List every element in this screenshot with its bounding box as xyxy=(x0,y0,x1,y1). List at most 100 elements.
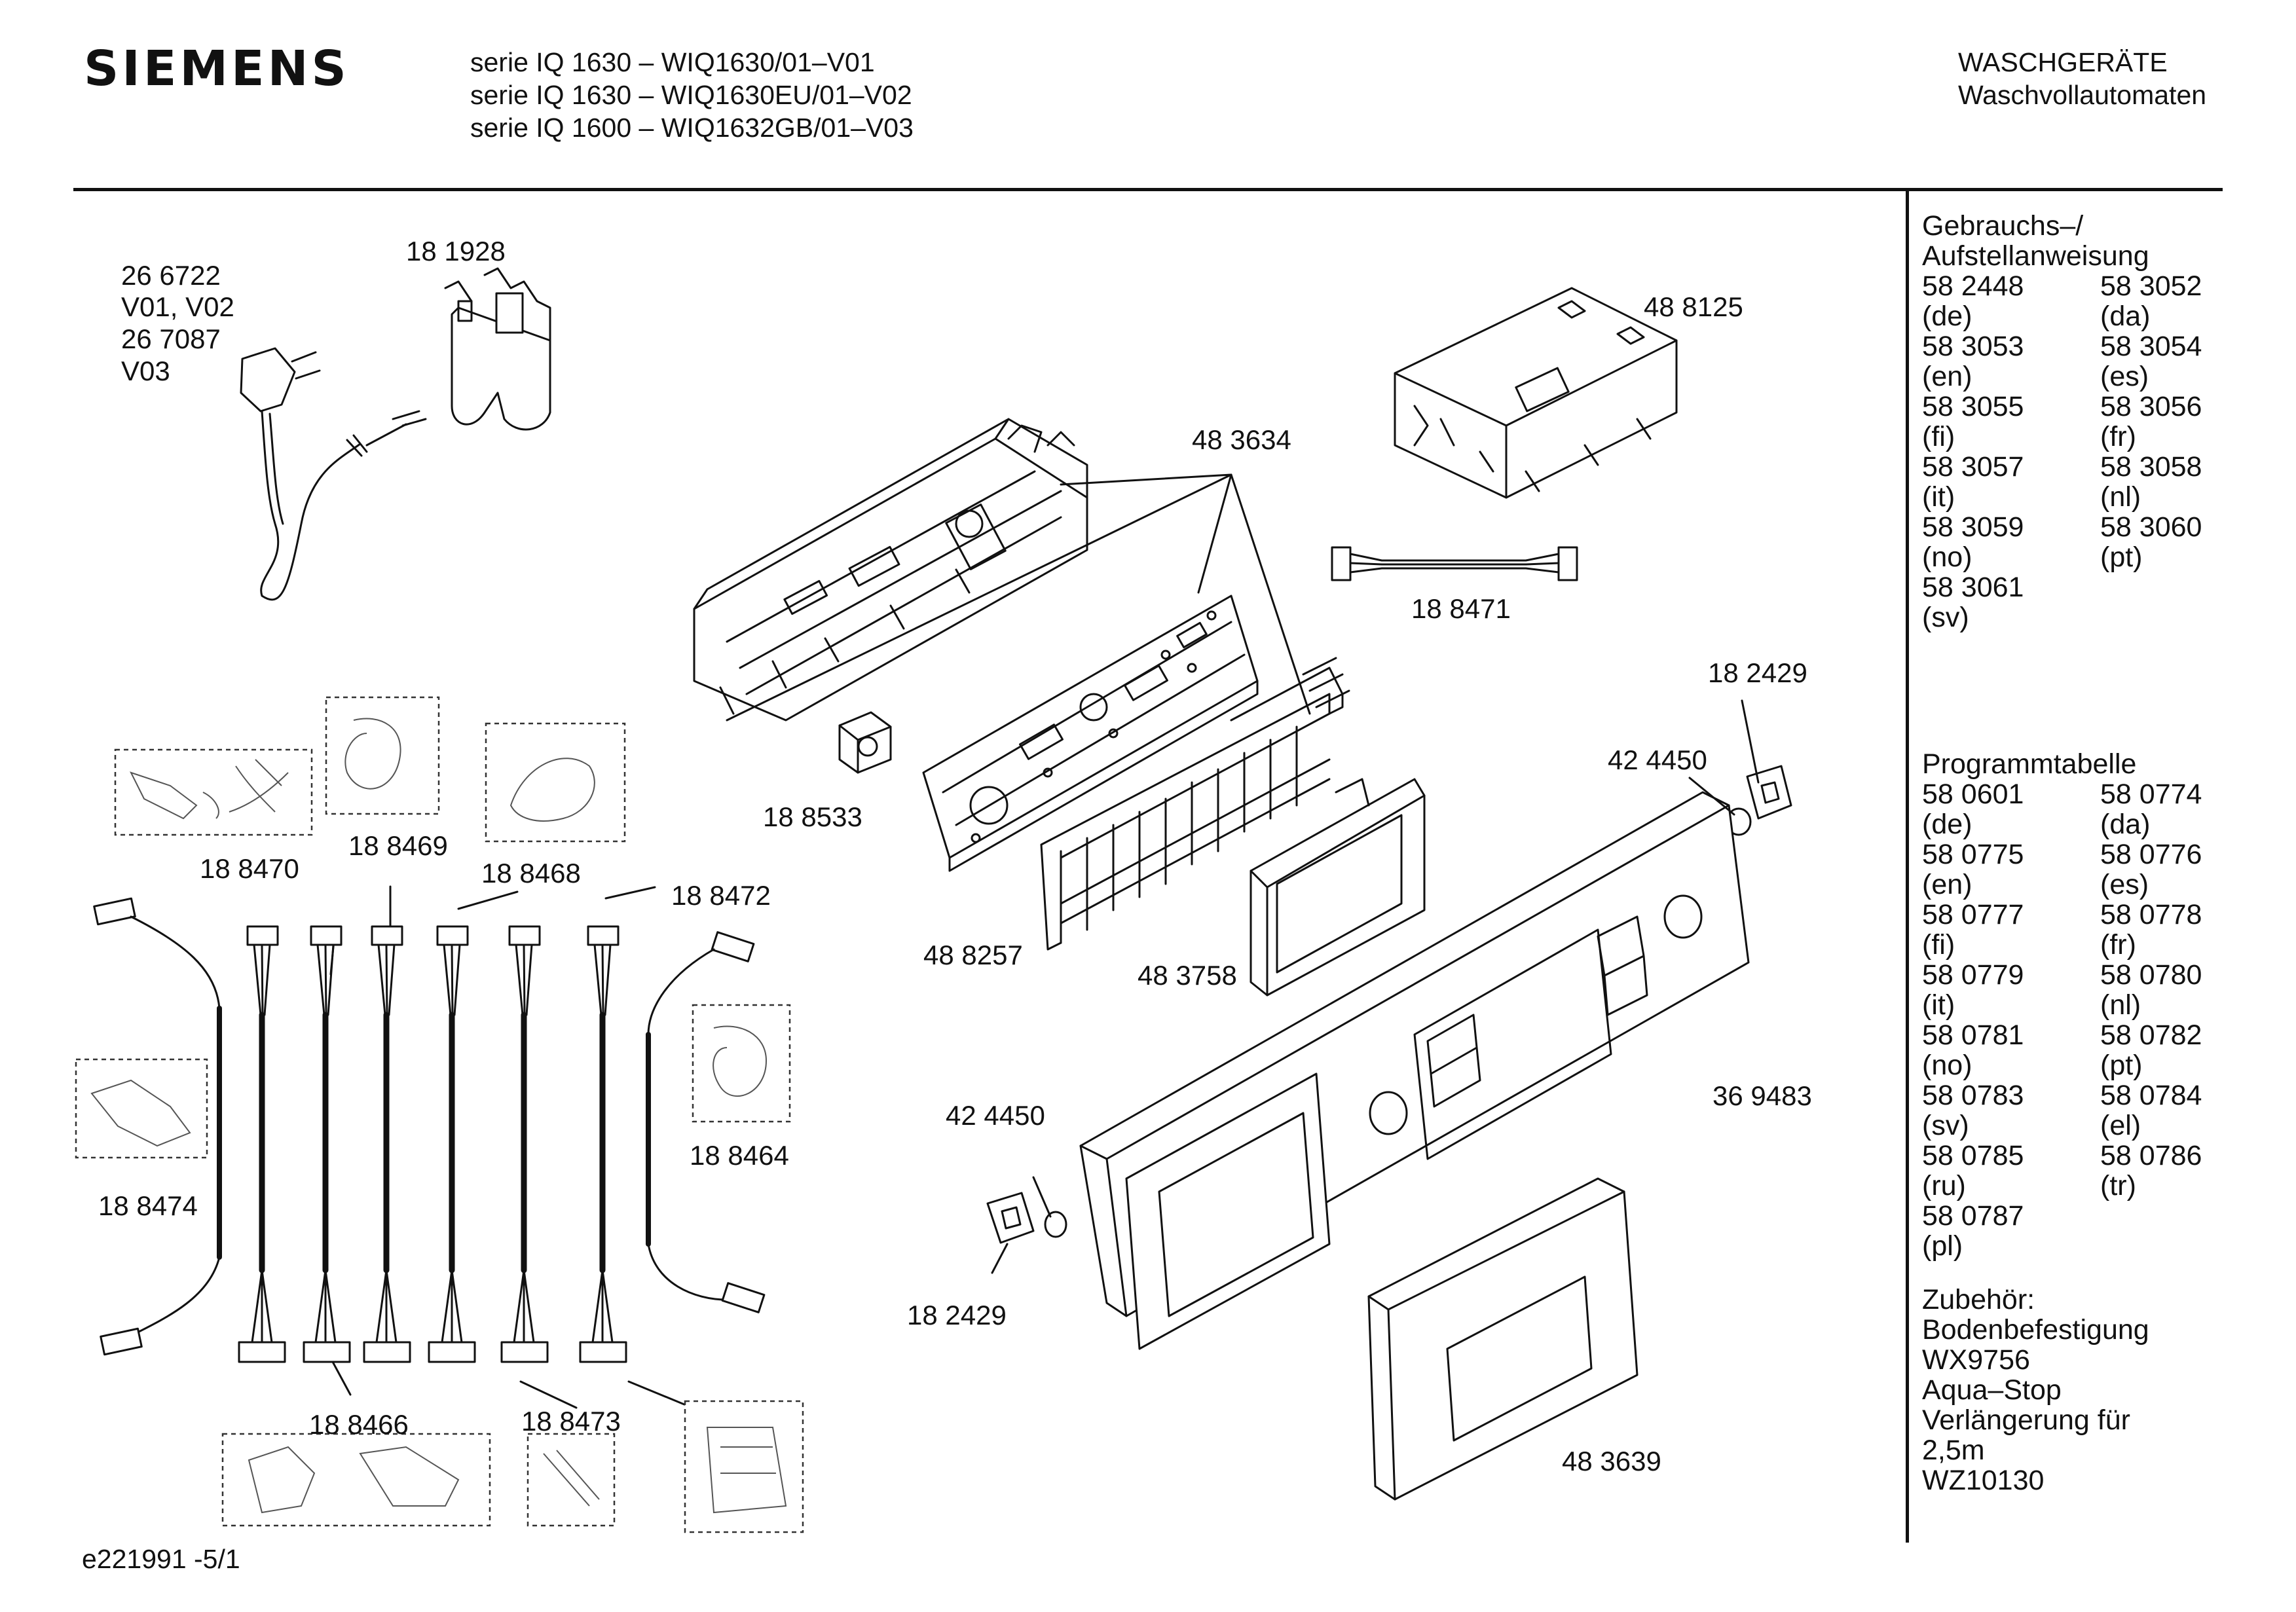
program-cell: 58 0787 xyxy=(1922,1200,2024,1232)
program-cell: (fi) xyxy=(1922,929,1955,961)
label-display-frame: 48 3758 xyxy=(1138,960,1237,991)
label-harness-8468: 18 8468 xyxy=(481,858,581,888)
manual-cell: 58 3059 xyxy=(1922,511,2024,543)
program-cell: 58 0781 xyxy=(1922,1019,2024,1051)
label-clip-right: 18 2429 xyxy=(1708,657,1807,688)
model-line-2: serie IQ 1630 – WIQ1630EU/01–V02 xyxy=(470,80,912,110)
model-list: serie IQ 1630 – WIQ1630/01–V01 serie IQ … xyxy=(470,46,914,144)
manual-cell: (fr) xyxy=(2100,421,2136,452)
label-harness-8466: 18 8466 xyxy=(309,1409,409,1440)
ring-left-icon xyxy=(1044,1211,1067,1238)
program-cell: (tr) xyxy=(2100,1170,2136,1201)
manual-cell: 58 3053 xyxy=(1922,331,2024,362)
label-switch: 18 8533 xyxy=(763,801,862,832)
label-power-cord-a-variant: V01, V02 xyxy=(121,291,234,322)
label-fascia: 36 9483 xyxy=(1713,1080,1812,1111)
label-harness-8464: 18 8464 xyxy=(690,1140,789,1171)
manual-cell: 58 3054 xyxy=(2100,331,2202,362)
program-cell: (ru) xyxy=(1922,1170,1966,1201)
clip-right-icon xyxy=(1746,765,1792,820)
harness-8464-icon xyxy=(646,931,766,1313)
manual-cell: (nl) xyxy=(2100,481,2141,513)
manual-cell: 58 3055 xyxy=(1922,391,2024,422)
manual-cell: (fi) xyxy=(1922,421,1955,452)
program-cell: (fr) xyxy=(2100,929,2136,961)
category-block: WASCHGERÄTE Waschvollautomaten xyxy=(1958,46,2206,111)
program-cell: 58 0786 xyxy=(2100,1140,2202,1171)
accessory-line: 2,5m xyxy=(1922,1435,1985,1466)
program-cell xyxy=(2100,1231,2257,1261)
model-line-3: serie IQ 1600 – WIQ1632GB/01–V03 xyxy=(470,113,914,143)
program-cell: (de) xyxy=(1922,809,1972,840)
program-cell: (da) xyxy=(2100,809,2151,840)
accessories-title: Zubehör: xyxy=(1922,1284,2035,1315)
program-cell: 58 0777 xyxy=(1922,899,2024,930)
manuals-title-line-1: Gebrauchs–/ xyxy=(1922,210,2084,242)
programs-title: Programmtabelle xyxy=(1922,748,2137,780)
label-filter: 18 1928 xyxy=(406,236,506,266)
drawer-handle-icon xyxy=(1367,1177,1639,1501)
manual-cell: (en) xyxy=(1922,361,1972,392)
label-harness-8472: 18 8472 xyxy=(671,880,771,911)
accessory-line: WZ10130 xyxy=(1922,1465,2045,1496)
manual-cell: (da) xyxy=(2100,301,2151,332)
manual-cell: 58 3061 xyxy=(1922,572,2024,603)
category-subtitle: Waschvollautomaten xyxy=(1958,80,2207,110)
label-harness-8469: 18 8469 xyxy=(348,830,448,861)
manual-cell xyxy=(2100,602,2257,632)
manual-cell: 58 3056 xyxy=(2100,391,2202,422)
program-cell: 58 0778 xyxy=(2100,899,2202,930)
label-drawer-handle: 48 3639 xyxy=(1562,1446,1661,1476)
program-cell: (it) xyxy=(1922,989,1955,1021)
sidebar-accessories: Zubehör: Bodenbefestigung WX9756 Aqua–St… xyxy=(1922,1285,2149,1495)
manual-cell: (pt) xyxy=(2100,541,2143,573)
manual-cell: (sv) xyxy=(1922,602,1969,633)
accessory-line: Verlängerung für xyxy=(1922,1404,2130,1436)
drawing-id: e221991 -5/1 xyxy=(82,1544,240,1574)
label-ring-left: 42 4450 xyxy=(946,1100,1045,1131)
program-cell: (no) xyxy=(1922,1050,1972,1081)
label-ring-right: 42 4450 xyxy=(1608,744,1707,775)
program-cell: 58 0785 xyxy=(1922,1140,2024,1171)
program-cell: 58 0783 xyxy=(1922,1080,2024,1111)
model-line-1: serie IQ 1630 – WIQ1630/01–V01 xyxy=(470,47,875,77)
program-cell: (sv) xyxy=(1922,1110,1969,1141)
accessory-line: WX9756 xyxy=(1922,1344,2030,1376)
label-harness-8473: 18 8473 xyxy=(521,1406,621,1437)
detail-sketches xyxy=(90,718,787,1514)
manual-cell: (it) xyxy=(1922,481,1955,513)
program-cell xyxy=(2100,1201,2257,1231)
label-clip-left: 18 2429 xyxy=(907,1300,1007,1330)
harness-8474-icon xyxy=(93,897,222,1356)
program-cell: (el) xyxy=(2100,1110,2141,1141)
program-cell: 58 0780 xyxy=(2100,959,2202,991)
label-harness-8470: 18 8470 xyxy=(200,853,299,884)
switch-icon xyxy=(838,711,892,774)
label-control-module: 48 3634 xyxy=(1192,424,1291,455)
accessory-line: Aqua–Stop xyxy=(1922,1374,2062,1406)
wire-harness-set xyxy=(238,925,686,1409)
label-ribbon-cable: 18 8471 xyxy=(1411,593,1511,624)
manual-cell xyxy=(2100,572,2257,602)
label-power-cord-b: 26 7087 xyxy=(121,323,221,354)
manual-cell: 58 2448 xyxy=(1922,270,2024,302)
filter-icon xyxy=(444,267,551,431)
program-cell: (es) xyxy=(2100,869,2149,900)
control-module-icon xyxy=(693,418,1088,722)
display-frame-icon xyxy=(1250,778,1426,997)
program-cell: (pl) xyxy=(1922,1230,1963,1262)
label-top-module: 48 8125 xyxy=(1644,291,1743,322)
siemens-logo: SIEMENS xyxy=(84,41,350,97)
category-title: WASCHGERÄTE xyxy=(1958,47,2168,77)
accessory-line: Bodenbefestigung xyxy=(1922,1314,2149,1346)
fascia-panel-icon xyxy=(1079,791,1750,1350)
label-power-cord-b-variant: V03 xyxy=(121,356,170,386)
program-cell: 58 0601 xyxy=(1922,779,2024,810)
program-cell: 58 0774 xyxy=(2100,779,2202,810)
label-power-cord-a: 26 6722 xyxy=(121,260,221,291)
manual-cell: 58 3052 xyxy=(2100,270,2202,302)
label-board-frame: 48 8257 xyxy=(923,940,1023,970)
